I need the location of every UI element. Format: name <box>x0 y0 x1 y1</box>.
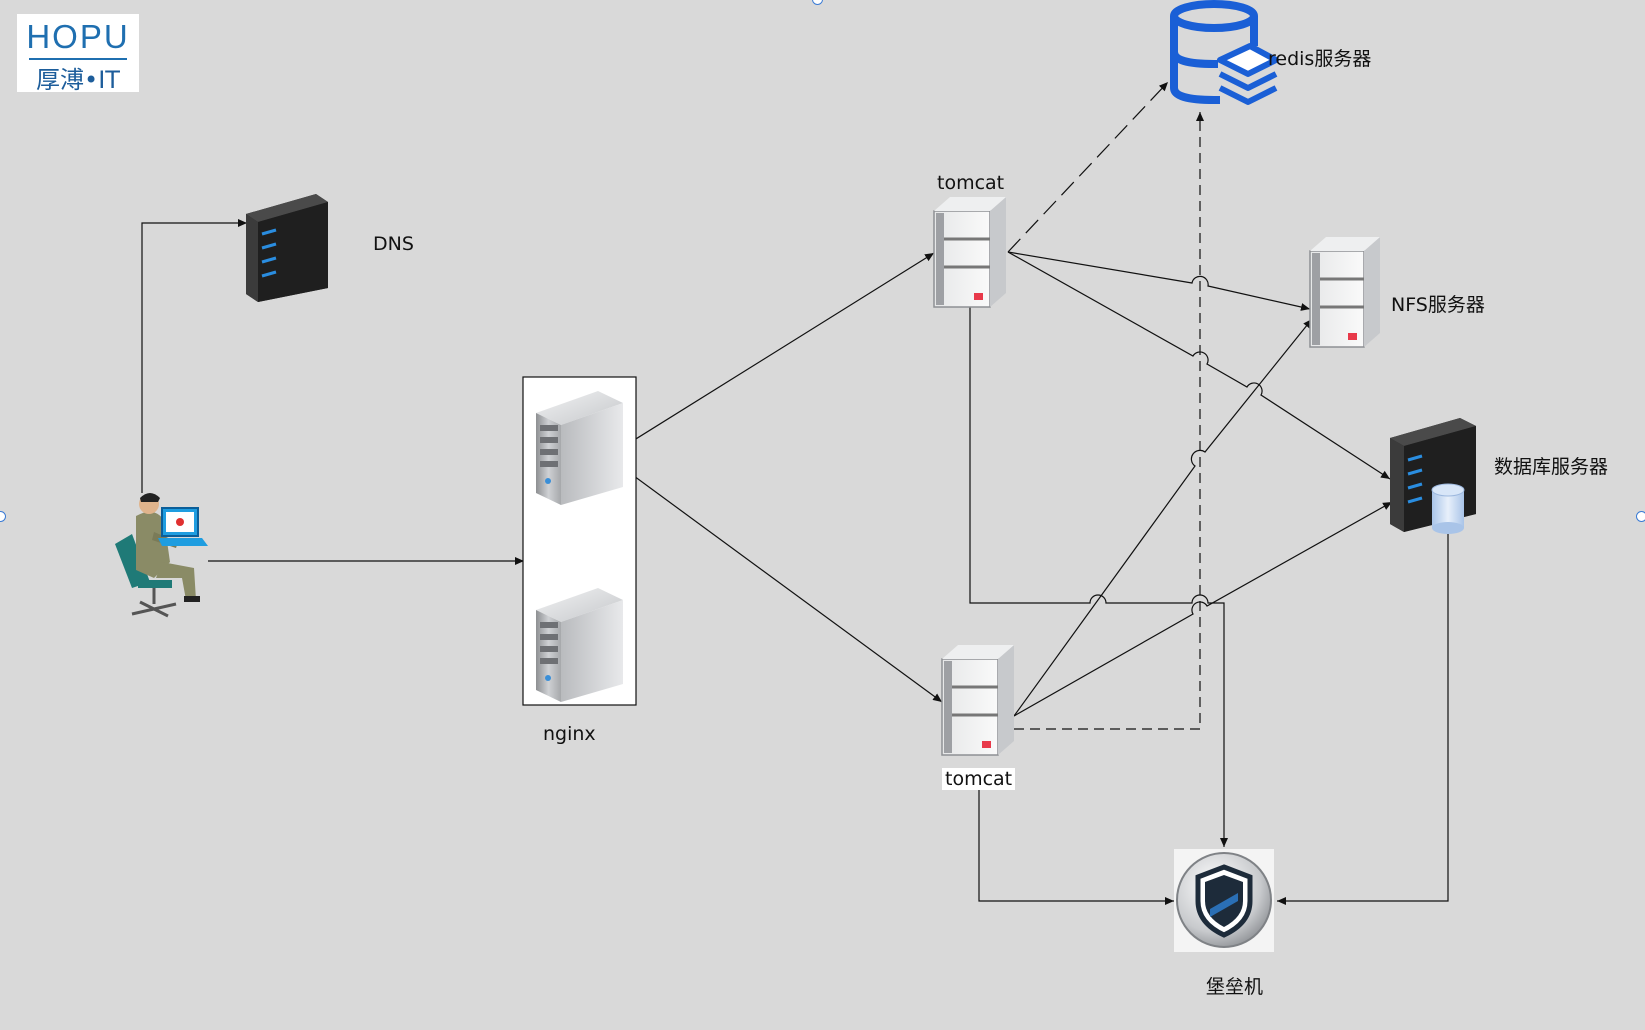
database-cylinder-icon <box>1431 483 1465 534</box>
database-label: 数据库服务器 <box>1494 456 1609 478</box>
edge-tomcat-top-nfs <box>1007 251 1311 311</box>
edge-tomcat-top-redis <box>1007 81 1169 253</box>
logo-divider <box>29 58 127 60</box>
selection-handle[interactable] <box>1636 511 1645 522</box>
nfs-label: NFS服务器 <box>1391 294 1485 316</box>
bastion-host <box>1174 849 1274 952</box>
nginx-label: nginx <box>543 723 596 745</box>
tomcat-top-label: tomcat <box>937 172 1005 194</box>
edge-database-bastion <box>1277 534 1449 905</box>
dns-label: DNS <box>373 233 414 255</box>
redis-label: redis服务器 <box>1268 48 1372 70</box>
shield-icon <box>1195 864 1253 938</box>
edge-tomcat-bottom-redis <box>1014 112 1204 730</box>
tower-server-icon <box>536 391 623 505</box>
database-stack-icon <box>1170 0 1279 105</box>
tower-server-icon <box>536 588 623 702</box>
database-server-icon <box>1390 418 1476 534</box>
edge-tomcat-top-database <box>1007 251 1391 480</box>
edge-tomcat-bottom-database <box>1013 501 1393 717</box>
edge-nginx-tomcat-bottom <box>622 467 943 703</box>
logo-subtitle: 厚溥•IT <box>36 66 120 94</box>
edges <box>141 81 1449 905</box>
server-icon <box>941 645 1014 756</box>
logo: HOPU 厚溥•IT <box>17 14 139 94</box>
logo-brand: HOPU <box>26 18 130 55</box>
server-icon <box>1309 237 1380 348</box>
edge-user-dns <box>141 219 247 493</box>
edge-tomcat-bottom-bastion <box>978 790 1174 905</box>
rack-server-icon <box>246 194 328 302</box>
tomcat-bottom-label: tomcat <box>942 768 1016 790</box>
server-icon <box>933 197 1006 308</box>
edge-nginx-tomcat-top <box>622 252 935 448</box>
user-at-computer-icon <box>115 493 208 618</box>
edge-tomcat-bottom-nfs <box>1013 318 1313 717</box>
bastion-label: 堡垒机 <box>1206 976 1264 998</box>
edge-tomcat-top-bastion <box>969 305 1228 847</box>
